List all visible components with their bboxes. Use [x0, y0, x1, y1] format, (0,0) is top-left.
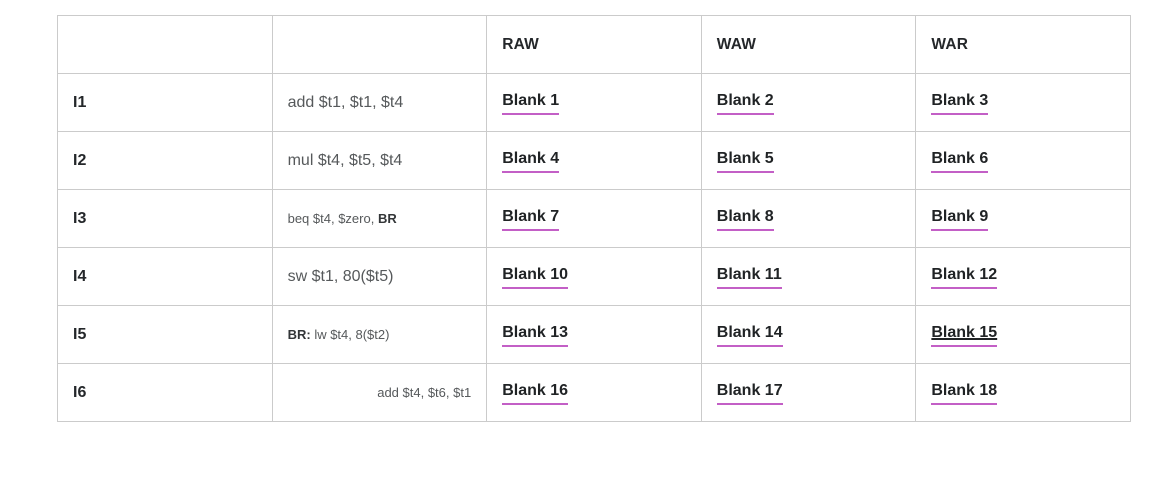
waw-cell: Blank 17	[700, 363, 917, 422]
blank-link-2[interactable]: Blank 2	[716, 91, 774, 115]
raw-cell: Blank 7	[486, 189, 702, 248]
row-label: I3	[57, 189, 273, 248]
waw-cell: Blank 14	[700, 305, 917, 364]
instruction-text: beq $t4, $zero, BR	[288, 211, 397, 226]
table-row-i2: I2 mul $t4, $t5, $t4 Blank 4 Blank 5 Bla…	[57, 131, 1131, 190]
blank-link-10[interactable]: Blank 10	[502, 265, 568, 289]
row-label: I4	[57, 247, 273, 306]
instruction-plain-text: mul $t4, $t5, $t4	[287, 151, 403, 169]
blank-link-8[interactable]: Blank 8	[716, 207, 774, 231]
blank-link-5[interactable]: Blank 5	[716, 149, 774, 173]
instruction-plain-text: lw $t4, 8($t2)	[314, 326, 390, 342]
raw-cell: Blank 13	[486, 305, 702, 364]
war-cell: Blank 12	[915, 247, 1131, 306]
row-label: I2	[57, 131, 273, 190]
war-cell: Blank 15	[915, 305, 1131, 364]
instruction-text: BR: lw $t4, 8($t2)	[288, 327, 390, 342]
raw-cell: Blank 16	[486, 363, 702, 422]
instruction-text: add $t4, $t6, $t1	[377, 385, 471, 400]
raw-cell: Blank 10	[486, 247, 702, 306]
instruction-plain-text: sw $t1, 80($t5)	[287, 267, 394, 285]
raw-cell: Blank 4	[486, 131, 702, 190]
waw-cell: Blank 8	[700, 189, 917, 248]
instruction-plain-text: beq $t4, $zero,	[287, 210, 378, 226]
blank-link-18[interactable]: Blank 18	[931, 381, 998, 405]
instruction-cell: beq $t4, $zero, BR	[271, 189, 488, 248]
instruction-cell: BR: lw $t4, 8($t2)	[271, 305, 488, 364]
waw-cell: Blank 5	[700, 131, 917, 190]
blank-link-6[interactable]: Blank 6	[931, 149, 989, 173]
blank-link-17[interactable]: Blank 17	[716, 381, 783, 405]
hazard-dependency-table: RAW WAW WAR I1 add $t1, $t1, $t4 Blank 1…	[57, 15, 1131, 422]
waw-cell: Blank 11	[700, 247, 917, 306]
header-war: WAR	[915, 15, 1131, 74]
instruction-plain-text: add $t4, $t6, $t1	[377, 384, 472, 400]
table-row-i4: I4 sw $t1, 80($t5) Blank 10 Blank 11 Bla…	[57, 247, 1131, 306]
blank-link-4[interactable]: Blank 4	[502, 149, 560, 173]
header-waw: WAW	[700, 15, 917, 74]
instruction-plain-text: add $t1, $t1, $t4	[287, 93, 404, 111]
instruction-cell: mul $t4, $t5, $t4	[271, 131, 488, 190]
header-raw: RAW	[486, 15, 702, 74]
table-row-i5: I5 BR: lw $t4, 8($t2) Blank 13 Blank 14 …	[57, 305, 1131, 364]
blank-link-16[interactable]: Blank 16	[502, 381, 568, 405]
table-row-i3: I3 beq $t4, $zero, BR Blank 7 Blank 8 Bl…	[57, 189, 1131, 248]
header-empty-instruction	[271, 15, 488, 74]
table-row-i6: I6 add $t4, $t6, $t1 Blank 16 Blank 17 B…	[57, 363, 1131, 422]
row-label: I1	[57, 73, 273, 132]
instruction-cell: add $t4, $t6, $t1	[271, 363, 488, 422]
blank-link-14[interactable]: Blank 14	[716, 323, 783, 347]
war-cell: Blank 3	[915, 73, 1131, 132]
war-cell: Blank 18	[915, 363, 1131, 422]
blank-link-9[interactable]: Blank 9	[931, 207, 989, 231]
war-cell: Blank 9	[915, 189, 1131, 248]
blank-link-13[interactable]: Blank 13	[502, 323, 568, 347]
raw-cell: Blank 1	[486, 73, 702, 132]
instruction-cell: sw $t1, 80($t5)	[271, 247, 488, 306]
instruction-bold-suffix: BR	[377, 210, 397, 226]
blank-link-7[interactable]: Blank 7	[502, 207, 560, 231]
waw-cell: Blank 2	[700, 73, 917, 132]
blank-link-3[interactable]: Blank 3	[931, 91, 989, 115]
blank-link-1[interactable]: Blank 1	[502, 91, 560, 115]
row-label: I5	[57, 305, 273, 364]
instruction-text: sw $t1, 80($t5)	[288, 268, 394, 285]
row-label: I6	[57, 363, 273, 422]
instruction-bold-prefix: BR:	[287, 326, 315, 342]
header-row: RAW WAW WAR	[57, 15, 1131, 74]
table-row-i1: I1 add $t1, $t1, $t4 Blank 1 Blank 2 Bla…	[57, 73, 1131, 132]
instruction-text: mul $t4, $t5, $t4	[288, 152, 403, 169]
blank-link-11[interactable]: Blank 11	[716, 265, 782, 289]
blank-link-12[interactable]: Blank 12	[931, 265, 998, 289]
header-empty-label	[57, 15, 273, 74]
blank-link-15[interactable]: Blank 15	[931, 323, 998, 347]
war-cell: Blank 6	[915, 131, 1131, 190]
instruction-cell: add $t1, $t1, $t4	[271, 73, 488, 132]
instruction-text: add $t1, $t1, $t4	[288, 94, 404, 111]
